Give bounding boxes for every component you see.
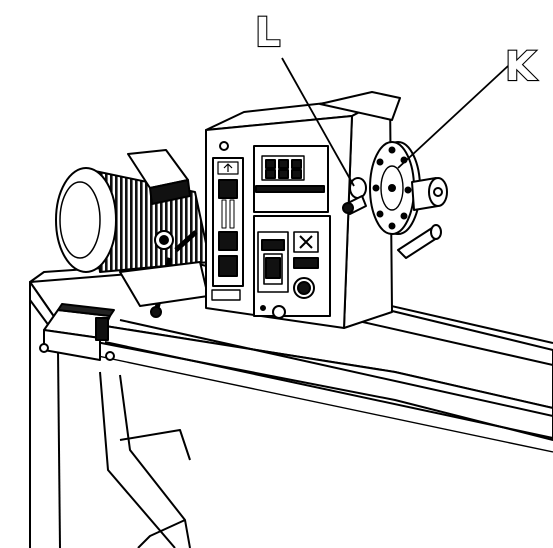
leg-mount-block xyxy=(39,303,115,361)
callout-l: L xyxy=(254,9,355,187)
headstock xyxy=(205,91,401,329)
spindle-assembly xyxy=(369,141,448,259)
callout-l-label: L xyxy=(255,10,281,56)
callout-l-leader xyxy=(281,57,355,187)
stand-leg-left xyxy=(29,300,191,548)
callout-k: K xyxy=(397,43,539,169)
callout-k-label: K xyxy=(505,44,538,90)
callout-k-leader xyxy=(397,65,509,169)
motor xyxy=(55,149,211,318)
